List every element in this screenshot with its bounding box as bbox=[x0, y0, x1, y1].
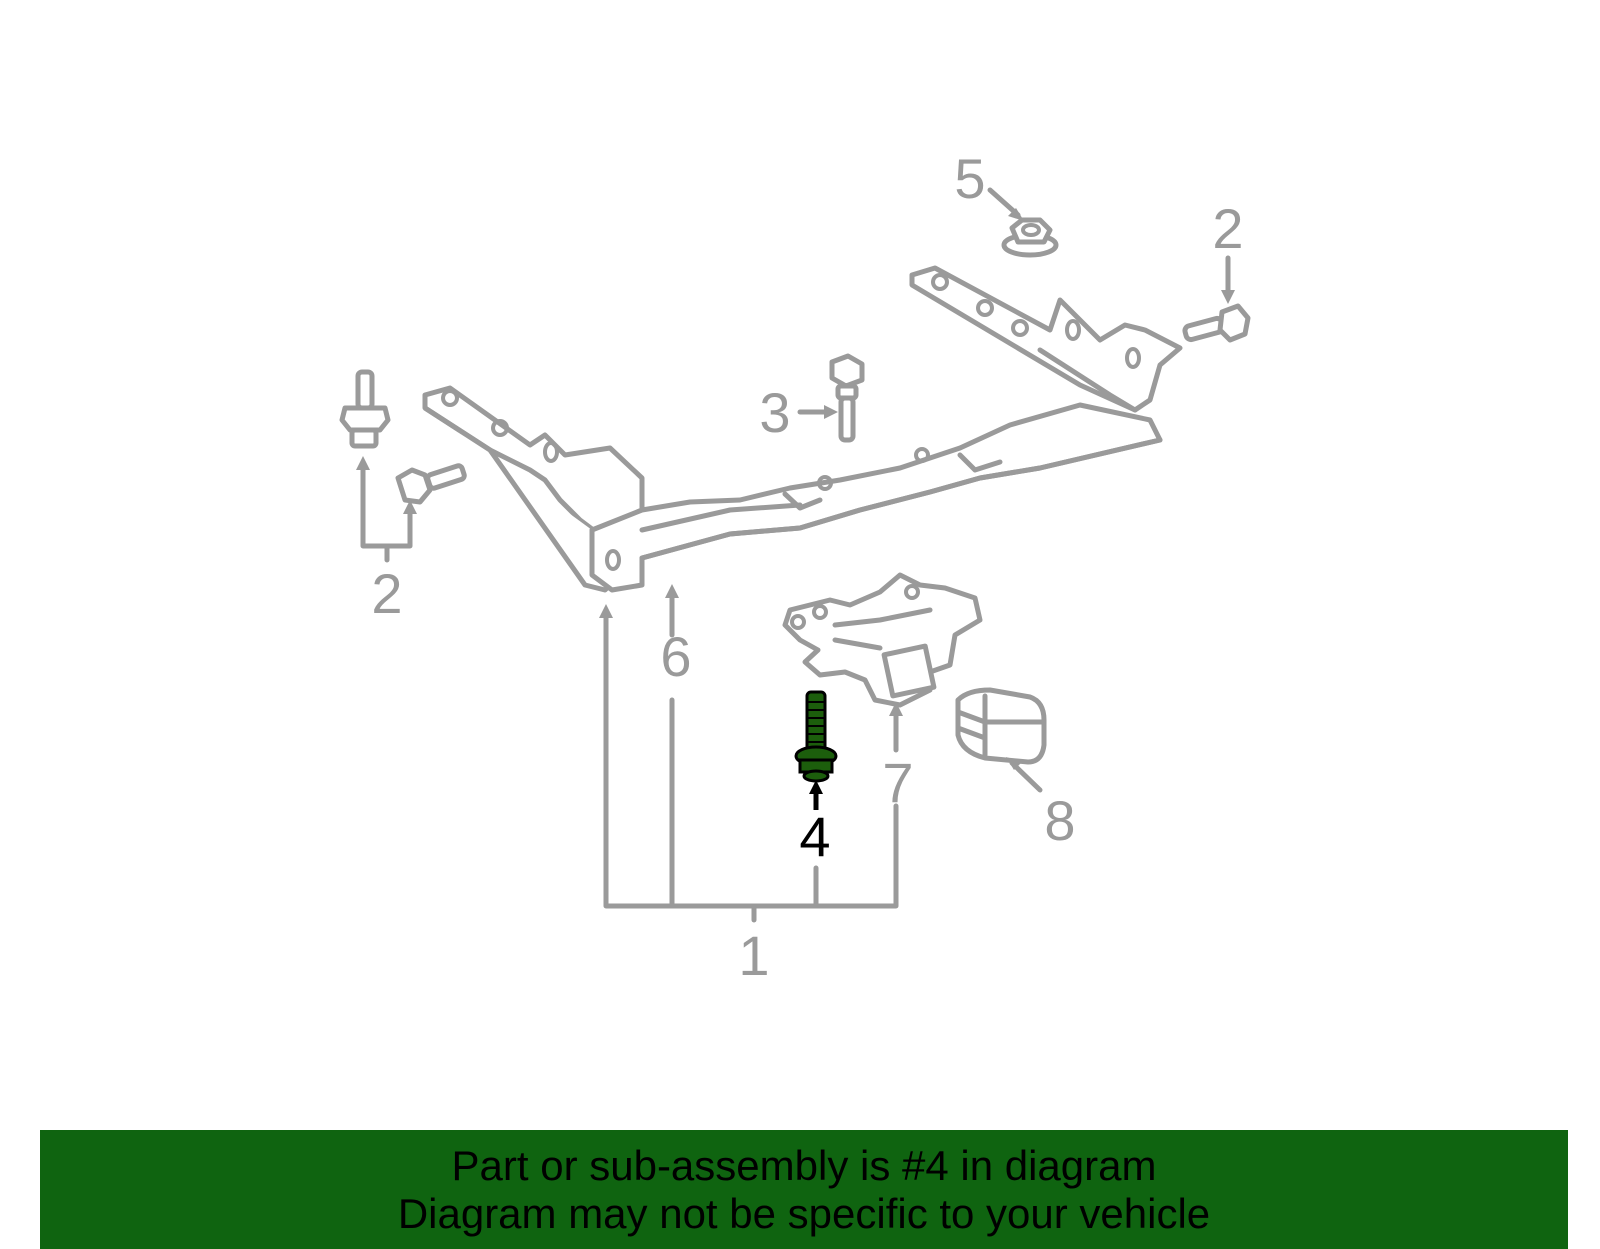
callout-7: 7 bbox=[882, 751, 913, 814]
hitch-crossmember bbox=[422, 265, 1183, 593]
receiver-cover bbox=[955, 687, 1047, 765]
callout-4: 4 bbox=[799, 805, 830, 868]
info-banner: Part or sub-assembly is #4 in diagram Di… bbox=[40, 1130, 1568, 1249]
bolt-4-highlighted bbox=[794, 690, 838, 783]
banner-line-1: Part or sub-assembly is #4 in diagram bbox=[451, 1142, 1157, 1189]
bolt-2-left-upper bbox=[339, 369, 391, 449]
callout-3: 3 bbox=[759, 381, 790, 444]
banner-line-2: Diagram may not be specific to your vehi… bbox=[397, 1190, 1211, 1237]
bolt-3 bbox=[829, 353, 865, 443]
callout-labels: 5 2 3 2 6 7 4 8 1 bbox=[371, 147, 1243, 987]
hitch-receiver bbox=[782, 572, 983, 708]
callout-2-right: 2 bbox=[1212, 197, 1243, 260]
bolt-2-right bbox=[1182, 303, 1251, 343]
callout-2-left: 2 bbox=[371, 562, 402, 625]
bolt-2-left-lower bbox=[395, 463, 467, 505]
callout-1: 1 bbox=[738, 924, 769, 987]
leader-lines bbox=[356, 187, 1235, 923]
callout-6: 6 bbox=[660, 625, 691, 688]
callout-5: 5 bbox=[954, 147, 985, 210]
nut-5 bbox=[1001, 217, 1059, 258]
callout-8: 8 bbox=[1044, 789, 1075, 852]
